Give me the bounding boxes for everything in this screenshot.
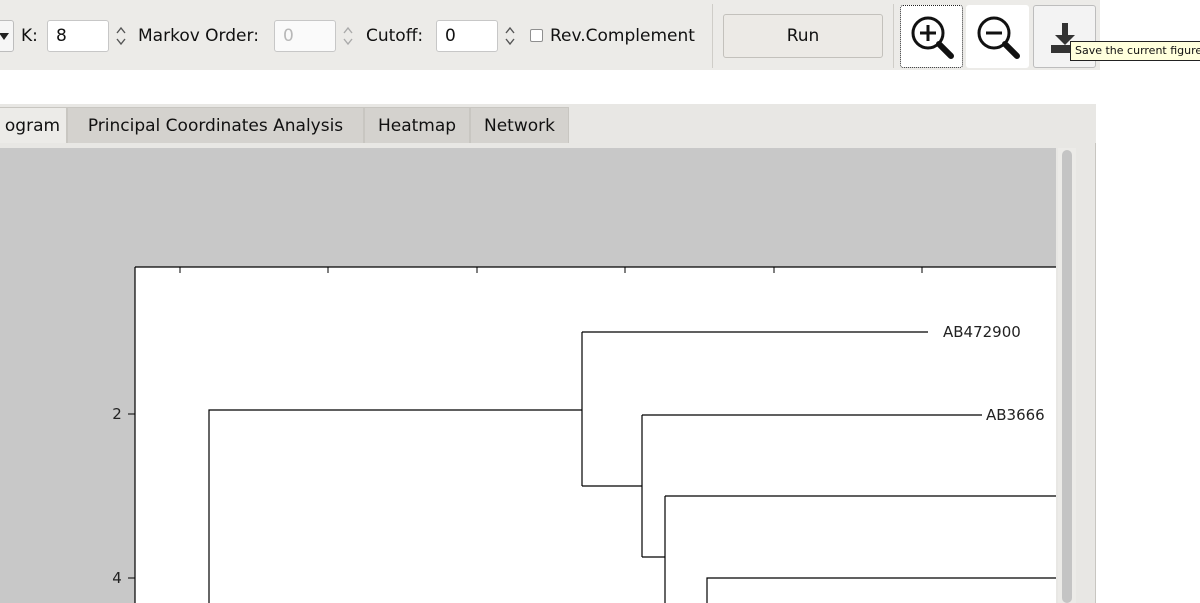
leaf-label: AB472900 — [943, 323, 1021, 341]
tab-label: Heatmap — [377, 115, 457, 136]
k-input[interactable]: 8 — [47, 20, 109, 52]
plot-area — [135, 267, 1056, 603]
y-tick-label: 4 — [112, 569, 122, 587]
save-tooltip: Save the current figure — [1070, 41, 1200, 61]
tab-dendrogram[interactable]: ogram — [0, 107, 67, 143]
k-value: 8 — [56, 26, 67, 46]
cutoff-input[interactable]: 0 — [436, 20, 498, 52]
download-icon — [1050, 22, 1079, 53]
toolbar-separator — [712, 4, 713, 68]
tab-label: Principal Coordinates Analysis — [87, 115, 344, 136]
leaf-label: AB3666 — [986, 406, 1045, 424]
tab-label: Network — [484, 115, 555, 136]
markov-spin-arrows-icon[interactable] — [339, 20, 357, 52]
cutoff-spin-arrows-icon[interactable] — [501, 20, 519, 52]
toolbar-separator — [893, 4, 894, 68]
cutoff-value: 0 — [445, 26, 456, 46]
figure-canvas: 2 4 AB472900 AB3666 — [0, 148, 1056, 603]
zoom-out-icon — [977, 16, 1020, 59]
branch — [706, 577, 1056, 603]
k-label: K: — [21, 26, 38, 46]
k-spin-arrows-icon[interactable] — [112, 20, 130, 52]
tab-label: ogram — [4, 115, 61, 136]
y-tick-label: 2 — [112, 405, 122, 423]
branch — [208, 409, 582, 603]
run-button[interactable]: Run — [723, 14, 883, 58]
markov-order-value: 0 — [283, 26, 294, 46]
tab-pcoa[interactable]: Principal Coordinates Analysis — [67, 107, 364, 143]
tab-network[interactable]: Network — [470, 107, 569, 143]
markov-order-input[interactable]: 0 — [274, 20, 336, 52]
tab-heatmap[interactable]: Heatmap — [364, 107, 470, 143]
cutoff-label: Cutoff: — [366, 26, 424, 46]
chevron-down-icon — [0, 33, 9, 40]
measure-dropdown[interactable] — [0, 20, 14, 52]
zoom-out-button[interactable] — [966, 5, 1029, 68]
scrollbar-thumb[interactable] — [1062, 150, 1072, 603]
dendrogram-branches — [208, 331, 1056, 603]
zoom-in-button[interactable] — [900, 5, 963, 68]
rev-complement-checkbox[interactable] — [530, 29, 543, 42]
rev-complement-label: Rev.Complement — [550, 26, 695, 46]
dendrogram-plot: 2 4 AB472900 AB3666 — [112, 266, 1056, 603]
markov-order-label: Markov Order: — [138, 26, 259, 46]
zoom-in-icon — [911, 16, 954, 59]
